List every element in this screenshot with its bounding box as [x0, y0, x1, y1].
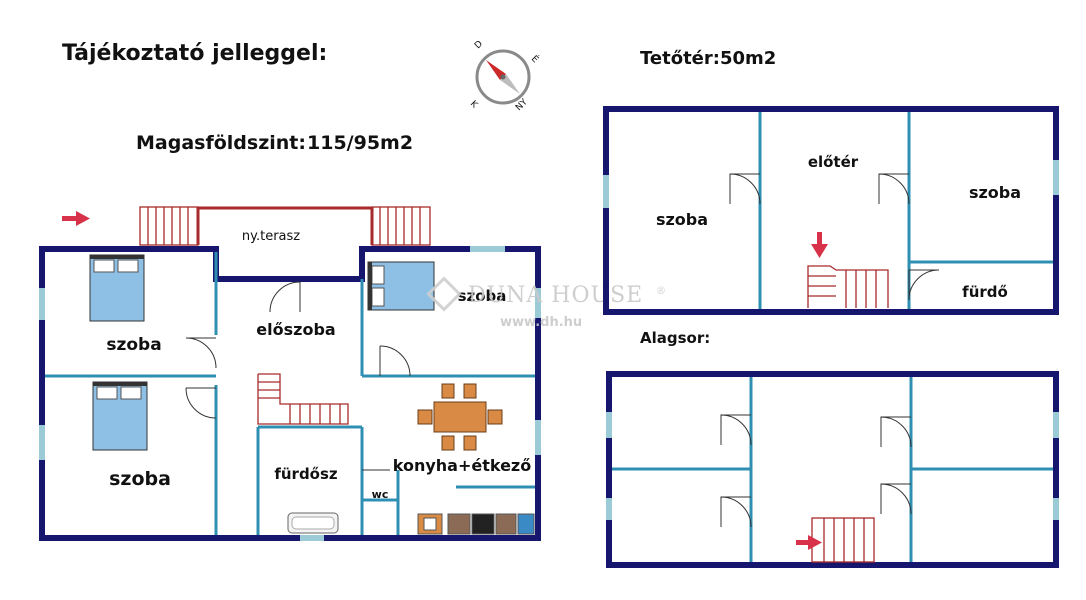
watermark-registered: ®: [656, 286, 667, 297]
watermark-url: www.dh.hu: [500, 315, 582, 330]
room-label: szoba: [656, 210, 708, 229]
bed-icon: [89, 254, 145, 322]
attic-plan: szoba előtér szoba fürdő: [603, 106, 1059, 315]
ground-floor-area: 115/95m2: [307, 132, 413, 154]
room-label: fürdősz: [274, 465, 338, 483]
basement-stairs: [811, 517, 875, 563]
compass-icon: D É K NY: [468, 39, 542, 113]
basement-plan: [606, 371, 1059, 568]
terrace-railing: [196, 206, 374, 245]
dining-table-icon: [417, 383, 503, 451]
bathtub-icon: [287, 512, 339, 534]
room-label: szoba: [969, 183, 1021, 202]
room-label: előtér: [808, 153, 859, 171]
room-label: wc: [372, 488, 389, 501]
room-label: szoba: [458, 287, 507, 305]
attic-stairs: [807, 265, 889, 308]
bed-icon: [367, 261, 435, 311]
bed-icon: [92, 381, 148, 451]
basement-label: Alagsor:: [640, 329, 710, 347]
watermark: DUNA HOUSE ® www.dh.hu: [426, 276, 667, 330]
compass-letter-k: K: [468, 99, 480, 111]
interior-stairs: [257, 373, 349, 425]
ground-floor-windows: [39, 246, 541, 541]
duna-house-logo-icon: [426, 276, 462, 312]
terrace-stairs: [139, 206, 431, 246]
attic-arrow-icon: [811, 232, 828, 258]
ground-floor-doors: [185, 281, 411, 500]
compass-letter-e: É: [529, 53, 542, 66]
kitchen-counter: [417, 513, 535, 535]
room-label: szoba: [109, 468, 171, 490]
room-label: előszoba: [256, 320, 335, 339]
compass-letter-d: D: [473, 39, 485, 51]
ground-floor-label: Magasföldszint:: [136, 132, 306, 154]
room-label: fürdő: [962, 283, 1008, 301]
basement-arrow-icon: [796, 535, 822, 550]
ground-floor-plan: szoba szoba előszoba szoba fürdősz wc ko…: [39, 206, 541, 541]
room-label: ny.terasz: [242, 229, 300, 244]
watermark-brand: DUNA HOUSE: [468, 283, 643, 308]
entrance-arrow-icon: [62, 211, 90, 226]
room-label: szoba: [106, 335, 161, 355]
page-title: Tájékoztató jelleggel:: [62, 41, 327, 66]
attic-label: Tetőtér:50m2: [640, 48, 776, 69]
ground-floor-inner-walls: [45, 252, 535, 535]
room-label: konyha+étkező: [393, 456, 531, 475]
